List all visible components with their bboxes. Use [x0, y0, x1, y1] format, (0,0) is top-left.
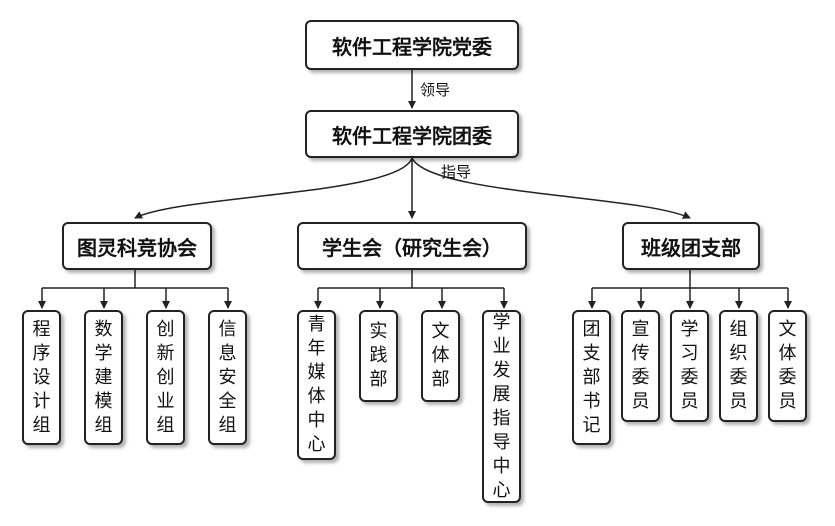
leaf-node: 宣传委员: [621, 310, 660, 422]
leaf-node: 信息安全组: [208, 310, 247, 445]
leaf-node: 学习委员: [670, 310, 709, 422]
leaf-node-label: 信息安全组: [218, 318, 237, 436]
leaf-node: 学业发展指导中心: [482, 310, 521, 503]
group-node-label: 学生会（研究生会）: [322, 235, 502, 260]
leaf-node: 数学建模组: [84, 310, 123, 445]
leaf-node-label: 团支部书记: [582, 318, 601, 436]
group-node: 学生会（研究生会）: [297, 222, 527, 270]
group-node: 图灵科竞协会: [62, 222, 212, 270]
leaf-node-label: 数学建模组: [94, 318, 113, 436]
root-node: 软件工程学院党委: [305, 20, 519, 70]
leaf-node: 实践部: [359, 310, 398, 402]
leaf-node: 程序设计组: [22, 310, 61, 445]
root-node-label: 软件工程学院党委: [332, 34, 492, 59]
leaf-node-label: 宣传委员: [631, 319, 650, 412]
second-node-label: 软件工程学院团委: [332, 123, 492, 148]
edge-label-guide: 指导: [441, 163, 472, 181]
leaf-node: 文体委员: [768, 310, 807, 422]
group-node: 班级团支部: [622, 222, 760, 270]
leaf-node-label: 学业发展指导中心: [492, 311, 511, 501]
leaf-node: 文体部: [421, 310, 460, 402]
edge-label-lead: 领导: [420, 81, 451, 99]
leaf-node: 青年媒体中心: [297, 310, 336, 460]
edge-guide-left: [134, 157, 413, 219]
leaf-node-label: 学习委员: [680, 319, 699, 412]
second-node: 软件工程学院团委: [305, 110, 519, 158]
leaf-node-label: 实践部: [369, 321, 388, 390]
leaf-node-label: 青年媒体中心: [307, 314, 326, 455]
leaf-node: 创新创业组: [146, 310, 185, 445]
leaf-node-label: 文体部: [431, 321, 450, 390]
group-node-label: 班级团支部: [641, 235, 741, 260]
leaf-node: 团支部书记: [572, 310, 611, 445]
leaf-node: 组织委员: [719, 310, 758, 422]
group-node-label: 图灵科竞协会: [77, 235, 197, 260]
leaf-node-label: 文体委员: [778, 319, 797, 412]
leaf-node-label: 程序设计组: [32, 318, 51, 436]
edge-guide-right: [411, 157, 691, 219]
leaf-node-label: 创新创业组: [156, 318, 175, 436]
leaf-node-label: 组织委员: [729, 319, 748, 412]
